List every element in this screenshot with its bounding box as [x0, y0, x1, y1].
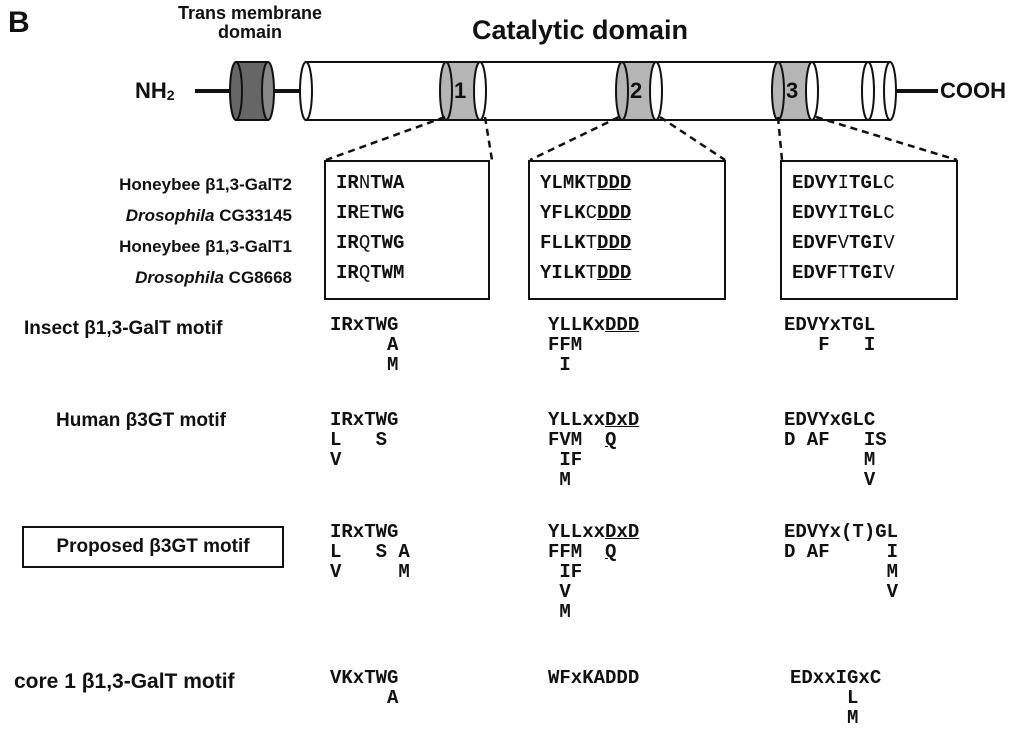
insect-motif-region-1: IRxTWG A M: [330, 315, 398, 375]
n-terminus-subscript: 2: [167, 87, 175, 103]
motif-line: FFM: [548, 335, 639, 355]
motif-line: D AF IS: [784, 430, 887, 450]
core1-motif-region-2: WFxKADDD: [548, 668, 639, 688]
region-number-1: 1: [454, 78, 466, 104]
alignment-row: EDVYITGLC: [792, 198, 946, 228]
motif-line: V: [784, 582, 898, 602]
motif-line: A: [330, 335, 398, 355]
seq-label-honeybee-galt1: Honeybee β1,3-GalT1: [0, 237, 292, 257]
motif-line: A: [330, 688, 398, 708]
motif-line: M: [548, 602, 639, 622]
n-terminus-label: NH2: [135, 78, 175, 104]
region-number-2: 2: [630, 78, 642, 104]
motif-line: D AF I: [784, 542, 898, 562]
motif-line: IRxTWG: [330, 522, 410, 542]
motif-line: V M: [330, 562, 410, 582]
alignment-row: FLLKTDDD: [540, 228, 714, 258]
motif-line: VKxTWG: [330, 668, 398, 688]
motif-line: M: [784, 562, 898, 582]
motif-line: V: [330, 450, 398, 470]
alignment-row: IRQTWM: [336, 258, 478, 288]
n-terminus-text: NH: [135, 78, 167, 103]
core1-motif-region-3: EDxxIGxC L M: [790, 668, 881, 728]
motif-line: FFM Q: [548, 542, 639, 562]
transmembrane-domain: [230, 62, 274, 120]
zoom-connectors: [326, 117, 957, 160]
insect-motif-label: Insect β1,3-GalT motif: [24, 318, 222, 340]
alignment-row: IRETWG: [336, 198, 478, 228]
seq-label-drosophila-cg33145: Drosophila CG33145: [0, 206, 292, 226]
motif-line: L S: [330, 430, 398, 450]
tm-title-line2: domain: [150, 23, 350, 42]
alignment-row: YFLKCDDD: [540, 198, 714, 228]
alignment-row: YILKTDDD: [540, 258, 714, 288]
c-terminus-label: COOH: [940, 78, 1006, 104]
core1-motif-label: core 1 β1,3-GalT motif: [14, 670, 235, 694]
catalytic-domain-title: Catalytic domain: [472, 15, 688, 46]
motif-line: IRxTWG: [330, 315, 398, 335]
proposed-motif-label: Proposed β3GT motif: [22, 526, 284, 568]
alignment-row: EDVFVTGIV: [792, 228, 946, 258]
alignment-row: IRNTWA: [336, 168, 478, 198]
motif-line: V: [548, 582, 639, 602]
alignment-row: EDVYITGLC: [792, 168, 946, 198]
alignment-row: YLMKTDDD: [540, 168, 714, 198]
motif-line: FVM Q: [548, 430, 639, 450]
motif-line: YLLxxDxD: [548, 522, 639, 542]
motif-line: YLLKxDDD: [548, 315, 639, 335]
seq-label-drosophila-cg8668: Drosophila CG8668: [0, 268, 292, 288]
motif-line: L: [790, 688, 881, 708]
motif-line: YLLxxDxD: [548, 410, 639, 430]
motif-line: M: [548, 470, 639, 490]
motif-line: EDVYxGLC: [784, 410, 887, 430]
motif-line: M: [784, 450, 887, 470]
human-motif-label: Human β3GT motif: [56, 410, 226, 432]
tm-title-line1: Trans membrane: [150, 4, 350, 23]
motif-line: I: [548, 355, 639, 375]
motif-line: V: [784, 470, 887, 490]
motif-line: L S A: [330, 542, 410, 562]
core1-motif-region-1: VKxTWG A: [330, 668, 398, 708]
transmembrane-domain-title: Trans membrane domain: [150, 4, 350, 42]
panel-letter: B: [8, 6, 30, 40]
motif-line: IRxTWG: [330, 410, 398, 430]
motif-line: IF: [548, 450, 639, 470]
motif-line: M: [790, 708, 881, 728]
motif-line: EDVYx(T)GL: [784, 522, 898, 542]
motif-line: M: [330, 355, 398, 375]
motif-line: EDxxIGxC: [790, 668, 881, 688]
insect-motif-region-3: EDVYxTGL F I: [784, 315, 875, 355]
motif-line: IF: [548, 562, 639, 582]
alignment-row: IRQTWG: [336, 228, 478, 258]
seq-label-honeybee-galt2: Honeybee β1,3-GalT2: [0, 175, 292, 195]
motif-line: F I: [784, 335, 875, 355]
motif-line: WFxKADDD: [548, 668, 639, 688]
region-number-3: 3: [786, 78, 798, 104]
motif-line: EDVYxTGL: [784, 315, 875, 335]
alignment-row: EDVFTTGIV: [792, 258, 946, 288]
